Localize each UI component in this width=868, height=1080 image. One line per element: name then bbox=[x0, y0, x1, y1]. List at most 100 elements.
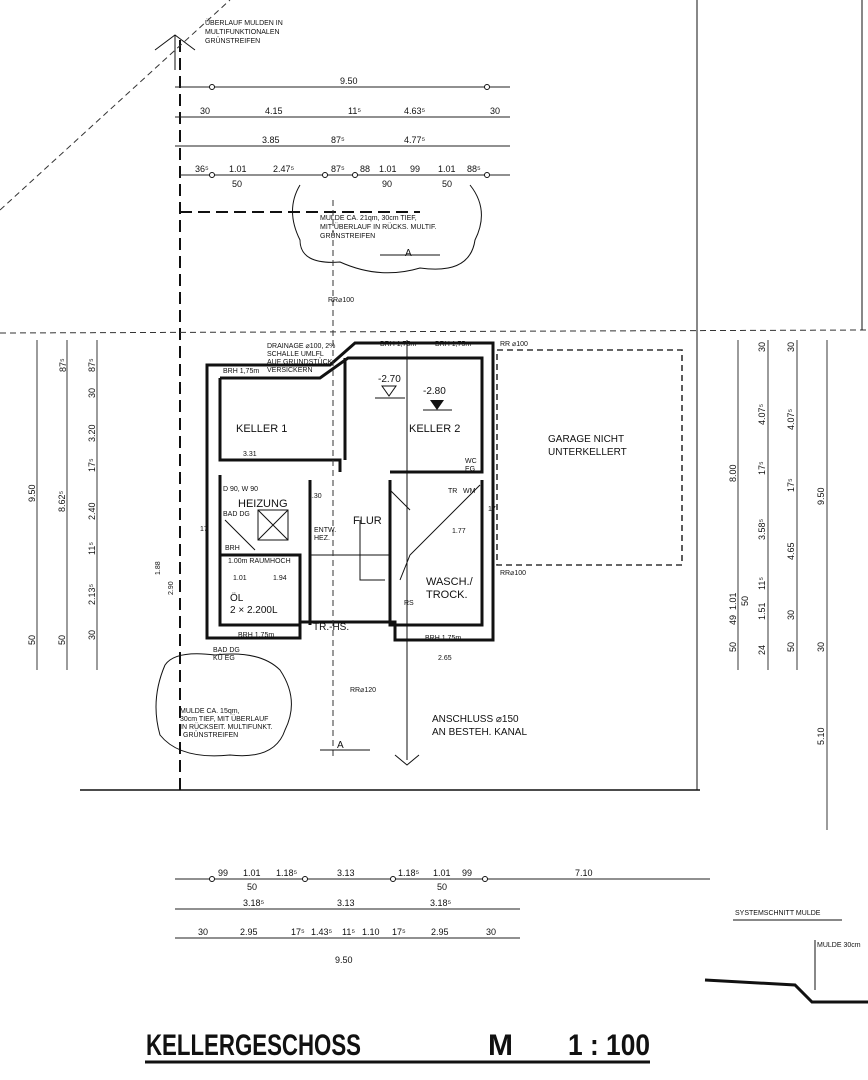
svg-text:50: 50 bbox=[786, 642, 796, 652]
room-keller-1: KELLER 1 bbox=[236, 423, 287, 435]
svg-text:AUF GRUNDSTÜCK: AUF GRUNDSTÜCK bbox=[267, 358, 333, 366]
section-label: MULDE 30cm bbox=[817, 942, 861, 949]
svg-text:ENTW.: ENTW. bbox=[314, 527, 336, 534]
svg-text:49: 49 bbox=[728, 615, 738, 625]
bad-label: KÜ EG bbox=[213, 654, 235, 662]
room-trock: TROCK. bbox=[426, 589, 468, 601]
svg-text:UNTERKELLERT: UNTERKELLERT bbox=[548, 447, 627, 458]
svg-text:3.13: 3.13 bbox=[337, 868, 355, 878]
bottom-dimensions: 99 1.01 50 1.18⁵ 3.13 1.18⁵ 1.01 50 99 7… bbox=[198, 868, 593, 965]
svg-text:WM: WM bbox=[463, 488, 476, 495]
svg-text:3.58⁵: 3.58⁵ bbox=[757, 518, 767, 540]
anschluss-note: ANSCHLUSS ⌀150 AN BESTEH. KANAL bbox=[432, 714, 527, 738]
building-walls bbox=[205, 341, 495, 642]
svg-text:17: 17 bbox=[200, 526, 208, 533]
svg-text:GRÜNSTREIFEN: GRÜNSTREIFEN bbox=[320, 232, 375, 240]
svg-text:EG: EG bbox=[465, 466, 475, 473]
section-line-a bbox=[320, 200, 440, 766]
svg-text:AN BESTEH. KANAL: AN BESTEH. KANAL bbox=[432, 727, 527, 738]
mulde-top-note: MULDE CA. 21qm, 30cm TIEF, MIT ÜBERLAUF … bbox=[320, 215, 436, 240]
svg-text:30: 30 bbox=[786, 342, 796, 352]
svg-text:17⁵: 17⁵ bbox=[757, 461, 767, 475]
svg-text:88⁵: 88⁵ bbox=[467, 164, 481, 174]
svg-text:50: 50 bbox=[232, 179, 242, 189]
svg-text:BRH 1,75m: BRH 1,75m bbox=[238, 632, 274, 639]
svg-text:1.30: 1.30 bbox=[308, 493, 322, 500]
svg-text:1.01: 1.01 bbox=[379, 164, 397, 174]
section-marker-top: A bbox=[405, 248, 412, 259]
svg-text:30: 30 bbox=[87, 388, 97, 398]
svg-text:2.95: 2.95 bbox=[431, 927, 449, 937]
svg-text:4.07⁵: 4.07⁵ bbox=[757, 403, 767, 425]
svg-text:8.62⁵: 8.62⁵ bbox=[57, 490, 67, 512]
svg-text:1.01: 1.01 bbox=[433, 868, 451, 878]
svg-text:30: 30 bbox=[786, 610, 796, 620]
svg-text:MIT ÜBERLAUF IN RÜCKS. MULTIF.: MIT ÜBERLAUF IN RÜCKS. MULTIF. bbox=[320, 223, 436, 231]
svg-text:11⁵: 11⁵ bbox=[348, 106, 361, 116]
svg-text:99: 99 bbox=[410, 164, 420, 174]
overflow-note: ÜBERLAUF MULDEN IN MULTIFUNKTIONALEN GRÜ… bbox=[205, 19, 283, 45]
scale-prefix: M bbox=[488, 1029, 513, 1062]
svg-text:DRAINAGE ⌀100, 2%: DRAINAGE ⌀100, 2% bbox=[267, 343, 335, 350]
svg-text:1.01: 1.01 bbox=[229, 164, 247, 174]
mulde-bottom-note: MULDE CA. 15qm, 30cm TIEF, MIT ÜBERLAUF … bbox=[180, 708, 272, 739]
svg-text:1.43⁵: 1.43⁵ bbox=[311, 927, 333, 937]
svg-text:BRH 1,75m: BRH 1,75m bbox=[435, 341, 471, 348]
svg-text:30: 30 bbox=[816, 642, 826, 652]
room-trhs: TR.-HS. bbox=[313, 622, 349, 633]
svg-text:3.31: 3.31 bbox=[243, 451, 257, 458]
mulde-bottom-outline bbox=[155, 653, 292, 757]
svg-text:2.65: 2.65 bbox=[438, 655, 452, 662]
svg-text:1.18⁵: 1.18⁵ bbox=[276, 868, 298, 878]
level-label: -2.70 bbox=[378, 374, 401, 385]
svg-text:36⁵: 36⁵ bbox=[195, 164, 209, 174]
svg-text:9.50: 9.50 bbox=[340, 76, 358, 86]
rr-label: RR⌀100 bbox=[328, 297, 354, 304]
svg-text:99: 99 bbox=[462, 868, 472, 878]
svg-text:GRÜNSTREIFEN: GRÜNSTREIFEN bbox=[205, 37, 260, 45]
svg-text:ÜBERLAUF MULDEN IN: ÜBERLAUF MULDEN IN bbox=[205, 19, 283, 27]
svg-text:30cm TIEF, MIT ÜBERLAUF: 30cm TIEF, MIT ÜBERLAUF bbox=[180, 715, 268, 723]
svg-text:4.65: 4.65 bbox=[786, 542, 796, 560]
svg-text:4.77⁵: 4.77⁵ bbox=[404, 135, 426, 145]
svg-text:1.01: 1.01 bbox=[728, 592, 738, 610]
svg-text:MULDE CA. 15qm,: MULDE CA. 15qm, bbox=[180, 708, 240, 715]
drainage-note: DRAINAGE ⌀100, 2% SCHALLE UMLFL AUF GRUN… bbox=[267, 343, 335, 374]
svg-text:BRH 1,75m: BRH 1,75m bbox=[425, 635, 461, 642]
svg-text:30: 30 bbox=[198, 927, 208, 937]
svg-text:WC: WC bbox=[465, 458, 477, 465]
section-detail: SYSTEMSCHNITT MULDE MULDE 30cm bbox=[704, 910, 868, 1004]
svg-text:9.50: 9.50 bbox=[816, 487, 826, 505]
svg-text:2.90: 2.90 bbox=[168, 581, 175, 595]
svg-text:HEZ.: HEZ. bbox=[314, 535, 330, 542]
svg-text:1.01: 1.01 bbox=[243, 868, 261, 878]
bad-label: BAD DG bbox=[223, 511, 250, 518]
svg-text:1.01: 1.01 bbox=[438, 164, 456, 174]
svg-text:4.63⁵: 4.63⁵ bbox=[404, 106, 426, 116]
svg-text:50: 50 bbox=[247, 882, 257, 892]
svg-text:17⁵: 17⁵ bbox=[87, 458, 97, 472]
svg-text:17⁵: 17⁵ bbox=[786, 478, 796, 492]
svg-text:30: 30 bbox=[486, 927, 496, 937]
svg-text:11⁵: 11⁵ bbox=[87, 542, 97, 555]
svg-text:BRH 1,75m: BRH 1,75m bbox=[380, 341, 416, 348]
svg-text:30: 30 bbox=[200, 106, 210, 116]
svg-text:11⁵: 11⁵ bbox=[342, 927, 355, 937]
svg-text:GARAGE NICHT: GARAGE NICHT bbox=[548, 434, 624, 445]
svg-text:1.51: 1.51 bbox=[757, 602, 767, 620]
svg-text:7.10: 7.10 bbox=[575, 868, 593, 878]
svg-text:VERSICKERN: VERSICKERN bbox=[267, 367, 313, 374]
garage-outline bbox=[496, 349, 683, 566]
room-wasch: WASCH./ bbox=[426, 576, 474, 588]
svg-text:5.10: 5.10 bbox=[816, 727, 826, 745]
svg-text:3.18⁵: 3.18⁵ bbox=[430, 898, 452, 908]
svg-text:99: 99 bbox=[218, 868, 228, 878]
svg-text:17⁵: 17⁵ bbox=[291, 927, 305, 937]
room-heizung: HEIZUNG bbox=[238, 498, 288, 510]
svg-text:50: 50 bbox=[437, 882, 447, 892]
section-marker-bottom: A bbox=[337, 740, 344, 751]
svg-text:3.85: 3.85 bbox=[262, 135, 280, 145]
scale-value: 1 : 100 bbox=[568, 1029, 650, 1062]
svg-text:8.00: 8.00 bbox=[728, 464, 738, 482]
